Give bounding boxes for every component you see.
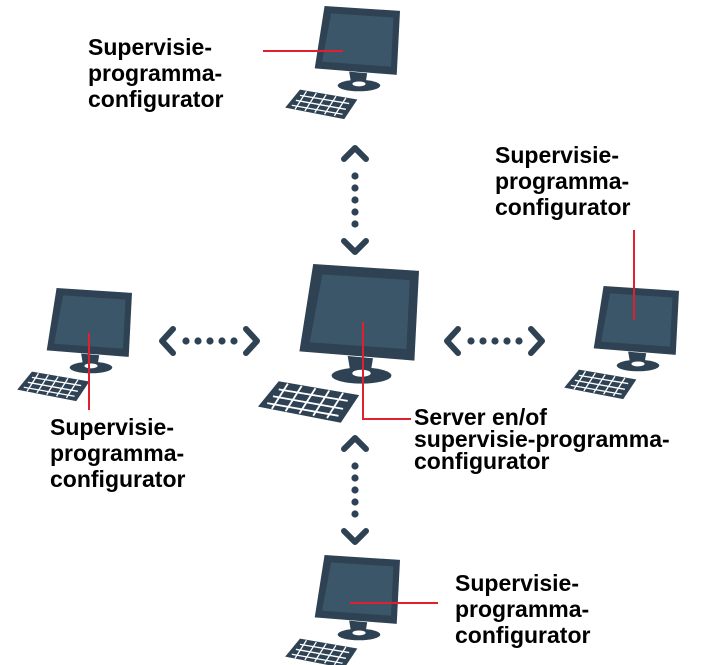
server-computer-icon — [257, 263, 420, 424]
connection-bottom-icon — [344, 438, 366, 542]
connection-top-icon — [344, 148, 366, 252]
top-computer-icon — [284, 5, 401, 120]
label-top-configurator: Supervisie- programma- configurator — [88, 34, 224, 112]
connection-left-icon — [162, 329, 257, 353]
connection-right-icon — [447, 329, 542, 353]
label-server-configurator: Server en/of supervisie-programma- confi… — [414, 404, 670, 474]
leader-center — [362, 322, 411, 420]
label-right-configurator: Supervisie- programma- configurator — [495, 142, 631, 220]
label-left-configurator: Supervisie- programma- configurator — [50, 414, 186, 492]
leader-lines — [88, 50, 635, 604]
label-bottom-configurator: Supervisie- programma- configurator — [455, 570, 591, 648]
left-computer-icon — [16, 287, 133, 402]
bottom-computer-icon — [284, 554, 401, 665]
right-computer-icon — [563, 285, 680, 400]
